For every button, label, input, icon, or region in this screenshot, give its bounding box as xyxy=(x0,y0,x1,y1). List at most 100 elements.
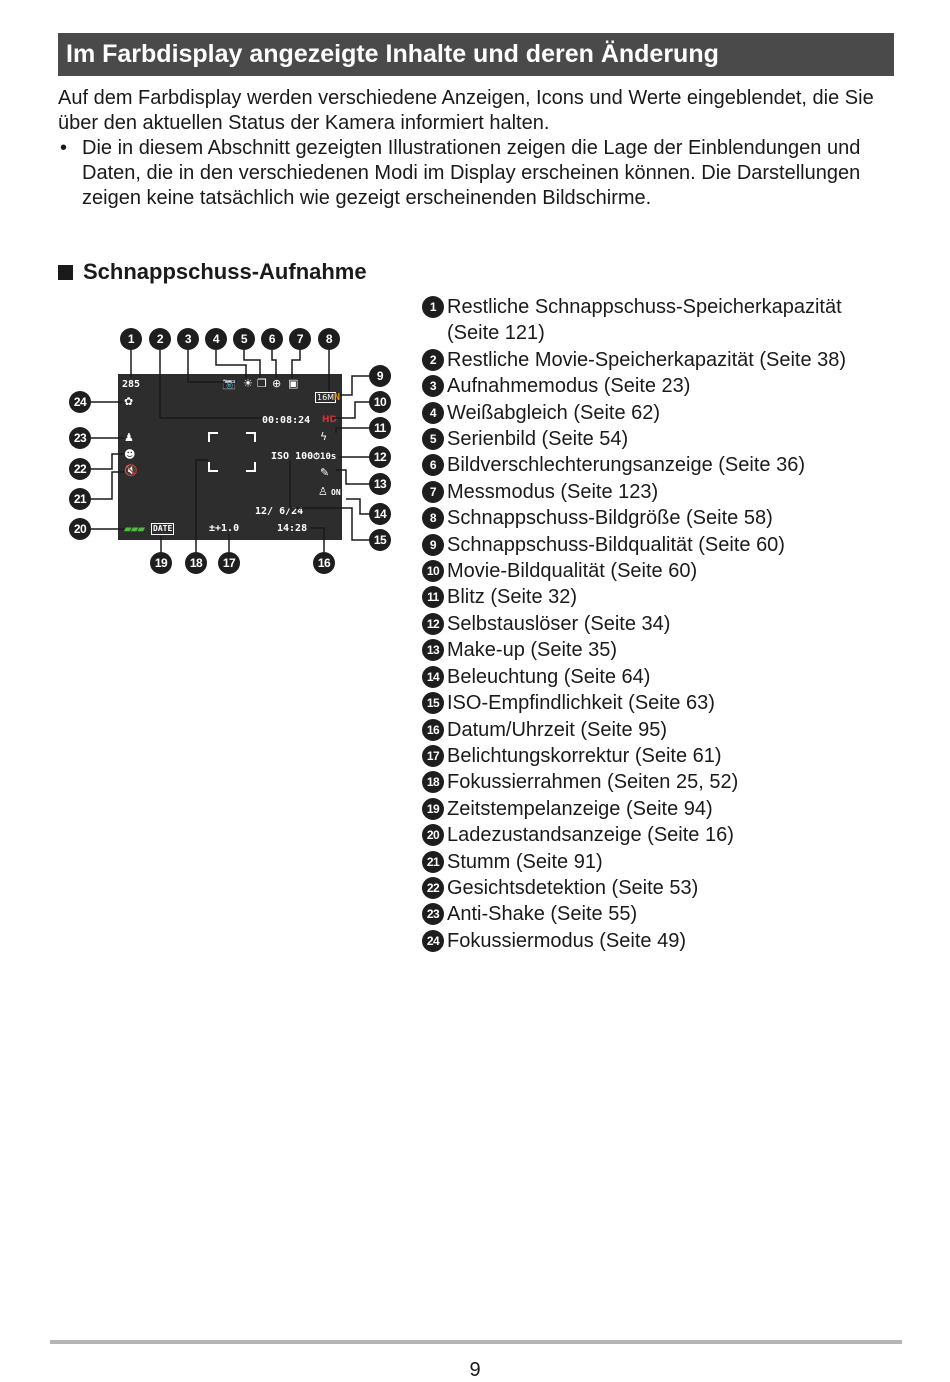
movie-quality-icon: HD xyxy=(322,415,338,425)
continuous-shot-icon: ❐ xyxy=(257,377,267,390)
callout-badge: 11 xyxy=(369,417,391,439)
page-title: Im Farbdisplay angezeigte Inhalte und de… xyxy=(66,40,719,68)
callout-badge: 14 xyxy=(369,503,391,525)
legend-text: Fokussiermodus (Seite 49) xyxy=(447,929,686,952)
legend-text: Make-up (Seite 35) xyxy=(447,639,618,662)
legend-number-badge: 3 xyxy=(422,375,444,398)
legend-text: ISO-Empfindlichkeit (Seite 63) xyxy=(447,692,715,715)
legend-text: Fokussierrahmen (Seiten 25, 52) xyxy=(447,771,739,794)
callout-badge: 22 xyxy=(69,458,91,480)
white-balance-icon: ☀ xyxy=(243,377,253,390)
legend-text: Blitz (Seite 32) xyxy=(447,586,578,609)
legend-text: Bildverschlechterungsanzeige (Seite 36) xyxy=(447,454,805,477)
legend-number-badge: 13 xyxy=(422,639,444,662)
mute-icon: 🔇 xyxy=(124,464,138,477)
metering-icon: ▣ xyxy=(288,377,299,390)
degradation-icon: ⊕ xyxy=(272,377,282,390)
lcd-self-timer: ⏱10s xyxy=(313,452,337,462)
legend-text: Belichtungskorrektur (Seite 61) xyxy=(447,744,722,767)
face-detection-icon: ☻ xyxy=(124,448,136,461)
lighting-icon: ♙ xyxy=(318,485,328,498)
legend-text: Selbstauslöser (Seite 34) xyxy=(447,612,671,635)
callout-badge: 15 xyxy=(369,529,391,551)
legend-text: Weißabgleich (Seite 62) xyxy=(447,401,661,424)
legend-number-badge: 9 xyxy=(422,533,444,556)
callout-badge: 17 xyxy=(218,552,240,574)
callout-badge: 12 xyxy=(369,446,391,468)
legend-number-badge: 23 xyxy=(422,903,444,926)
bullet-mark: • xyxy=(60,137,68,159)
legend-text: Messmodus (Seite 123) xyxy=(447,480,659,503)
legend-number-badge: 1 xyxy=(422,296,444,318)
callout-badge: 19 xyxy=(150,552,172,574)
callout-badge: 24 xyxy=(69,391,91,413)
intro-bullet: • Die in diesem Abschnitt gezeigten Illu… xyxy=(58,136,898,211)
image-size-icon: 16M xyxy=(315,392,337,403)
callout-badge: 5 xyxy=(233,328,255,350)
legend-text: Schnappschuss-Bildgröße (Seite 58) xyxy=(447,507,773,530)
legend-number-badge: 24 xyxy=(422,929,444,952)
legend-number-badge: 11 xyxy=(422,586,444,609)
callout-badge: 18 xyxy=(185,552,207,574)
lcd-exposure: ±+1.0 xyxy=(209,523,240,534)
legend-number-badge: 18 xyxy=(422,771,444,794)
lcd-time: 14:28 xyxy=(277,523,308,534)
intro-text: Auf dem Farbdisplay werden verschiedene … xyxy=(58,86,898,211)
legend-number-badge: 16 xyxy=(422,718,444,741)
lcd-lighting-state: ON xyxy=(331,488,341,497)
section-heading: Schnappschuss-Aufnahme xyxy=(58,258,367,286)
callout-badge: 21 xyxy=(69,488,91,510)
lcd-date: 12/ 6/24 xyxy=(255,506,304,517)
legend-number-badge: 17 xyxy=(422,744,444,767)
legend-text: Gesichtsdetektion (Seite 53) xyxy=(447,876,699,899)
legend-number-badge: 14 xyxy=(422,665,444,688)
legend-number-badge: 4 xyxy=(422,401,444,424)
callout-badge: 23 xyxy=(69,427,91,449)
intro-paragraph: Auf dem Farbdisplay werden verschiedene … xyxy=(58,87,874,134)
callout-badge: 4 xyxy=(205,328,227,350)
legend-text: Beleuchtung (Seite 64) xyxy=(447,665,651,688)
legend-number-badge: 21 xyxy=(422,850,444,873)
lcd-remaining-shots: 285 xyxy=(122,379,141,390)
lcd-movie-time: 00:08:24 xyxy=(262,415,311,426)
legend-number-badge: 15 xyxy=(422,692,444,715)
callout-badge: 3 xyxy=(177,328,199,350)
page-number: 9 xyxy=(469,1359,481,1381)
legend-text: Ladezustandsanzeige (Seite 16) xyxy=(447,824,734,847)
callout-badge: 10 xyxy=(369,391,391,413)
callout-badge: 2 xyxy=(149,328,171,350)
callout-badge: 8 xyxy=(318,328,340,350)
legend-text: Zeitstempelanzeige (Seite 94) xyxy=(447,797,713,820)
legend-number-badge: 7 xyxy=(422,480,444,503)
legend-number-badge: 5 xyxy=(422,428,444,451)
lcd-date-stamp: DATE xyxy=(151,523,175,535)
square-bullet-icon xyxy=(58,265,73,280)
callout-badge: 1 xyxy=(120,328,142,350)
legend-number-badge: 10 xyxy=(422,560,444,583)
callout-badge: 6 xyxy=(261,328,283,350)
legend-text: Stumm (Seite 91) xyxy=(447,850,603,873)
section-header-bar: Im Farbdisplay angezeigte Inhalte und de… xyxy=(58,33,894,76)
legend-number-badge: 19 xyxy=(422,797,444,820)
